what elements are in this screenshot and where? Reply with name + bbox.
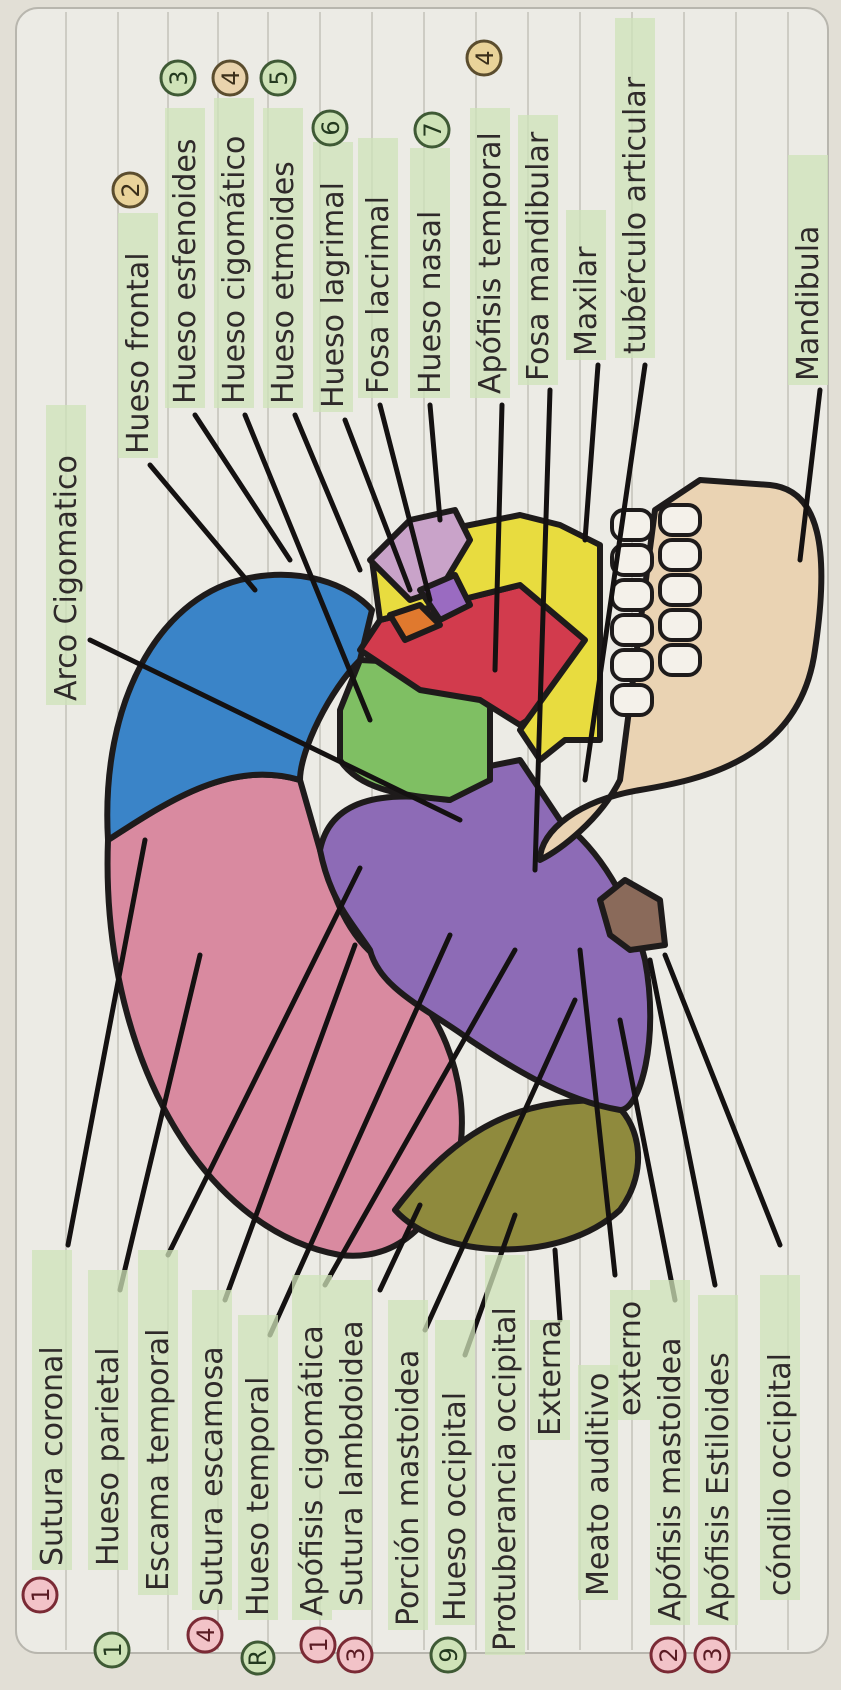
labels-bottom: Sutura coronal Hueso parietal Escama tem… bbox=[32, 1250, 800, 1655]
label-fosa-mandibular: Fosa mandibular bbox=[521, 131, 556, 381]
badge-occipital: 9 bbox=[431, 1638, 465, 1672]
badge-lagrimal: 6 bbox=[313, 111, 347, 145]
label-fosa-lacrimal: Fosa lacrimal bbox=[361, 196, 396, 394]
label-hueso-lagrimal: Hueso lagrimal bbox=[316, 182, 351, 408]
label-apofisis-mastoidea: Apófisis mastoidea bbox=[653, 1337, 688, 1621]
svg-text:1: 1 bbox=[27, 1587, 55, 1602]
label-sutura-lambdoidea: Sutura lambdoidea bbox=[335, 1320, 370, 1606]
svg-text:2: 2 bbox=[117, 182, 145, 197]
svg-text:3: 3 bbox=[165, 70, 193, 85]
label-mandibula: Mandibula bbox=[791, 226, 826, 381]
badge-sutura-coronal: 1 bbox=[23, 1578, 57, 1612]
badge-etmoides: 5 bbox=[261, 61, 295, 95]
label-maxilar: Maxilar bbox=[569, 246, 604, 356]
badge-nasal: 7 bbox=[415, 113, 449, 147]
svg-text:6: 6 bbox=[317, 120, 345, 135]
svg-text:1: 1 bbox=[99, 1642, 127, 1657]
svg-text:4: 4 bbox=[192, 1627, 220, 1642]
label-sutura-coronal: Sutura coronal bbox=[35, 1346, 70, 1566]
svg-text:R: R bbox=[244, 1650, 272, 1667]
badge-cigomatico: 4 bbox=[213, 61, 247, 95]
label-hueso-temporal: Hueso temporal bbox=[241, 1377, 276, 1616]
badge-apofisis-cigomatica: 1 bbox=[301, 1628, 335, 1662]
label-hueso-occipital: Hueso occipital bbox=[438, 1392, 473, 1621]
badge-apofisis-mastoidea: 2 bbox=[651, 1638, 685, 1672]
label-protuberancia-line2: Externa bbox=[533, 1320, 568, 1436]
svg-text:7: 7 bbox=[419, 122, 447, 137]
label-hueso-nasal: Hueso nasal bbox=[413, 211, 448, 394]
badge-sutura-lambdoidea: 3 bbox=[338, 1638, 372, 1672]
svg-text:3: 3 bbox=[342, 1647, 370, 1662]
label-hueso-cigomatico: Hueso cigomático bbox=[217, 136, 252, 404]
label-meato-line2: externo bbox=[613, 1301, 648, 1416]
label-porcion-mastoidea: Porción mastoidea bbox=[391, 1350, 426, 1626]
svg-text:3: 3 bbox=[699, 1647, 727, 1662]
label-hueso-parietal: Hueso parietal bbox=[91, 1347, 126, 1566]
label-condilo-occipital: cóndilo occipital bbox=[763, 1353, 798, 1596]
badge-frontal: 2 bbox=[113, 173, 147, 207]
svg-text:4: 4 bbox=[471, 50, 499, 65]
badge-r-mark: R bbox=[242, 1642, 274, 1674]
label-hueso-esfenoides: Hueso esfenoides bbox=[168, 139, 203, 405]
label-apofisis-temporal: Apófisis temporal bbox=[473, 132, 508, 394]
badge-parietal: 1 bbox=[95, 1633, 129, 1667]
badge-sutura-escamosa: 4 bbox=[188, 1618, 222, 1652]
badge-apofisis-estiloides: 3 bbox=[695, 1638, 729, 1672]
label-protuberancia-line1: Protuberancia occipital bbox=[488, 1307, 523, 1651]
svg-text:1: 1 bbox=[305, 1637, 333, 1652]
label-hueso-etmoides: Hueso etmoides bbox=[266, 161, 301, 404]
svg-text:5: 5 bbox=[265, 70, 293, 85]
badge-temporal-top: 4 bbox=[467, 41, 501, 75]
label-apofisis-cigomatica: Apófisis cigomática bbox=[295, 1325, 330, 1616]
svg-text:2: 2 bbox=[655, 1647, 683, 1662]
label-tuberculo-articular: tubérculo articular bbox=[618, 76, 653, 354]
svg-text:9: 9 bbox=[435, 1647, 463, 1662]
svg-text:4: 4 bbox=[217, 70, 245, 85]
label-escama-temporal: Escama temporal bbox=[141, 1329, 176, 1592]
badge-esfenoides: 3 bbox=[161, 61, 195, 95]
label-hueso-frontal: Hueso frontal bbox=[121, 252, 156, 454]
label-apofisis-estiloides: Apófisis Estiloides bbox=[701, 1352, 736, 1621]
label-sutura-escamosa: Sutura escamosa bbox=[195, 1346, 230, 1606]
label-arco-cigomatico: Arco Cigomatico bbox=[49, 455, 84, 701]
